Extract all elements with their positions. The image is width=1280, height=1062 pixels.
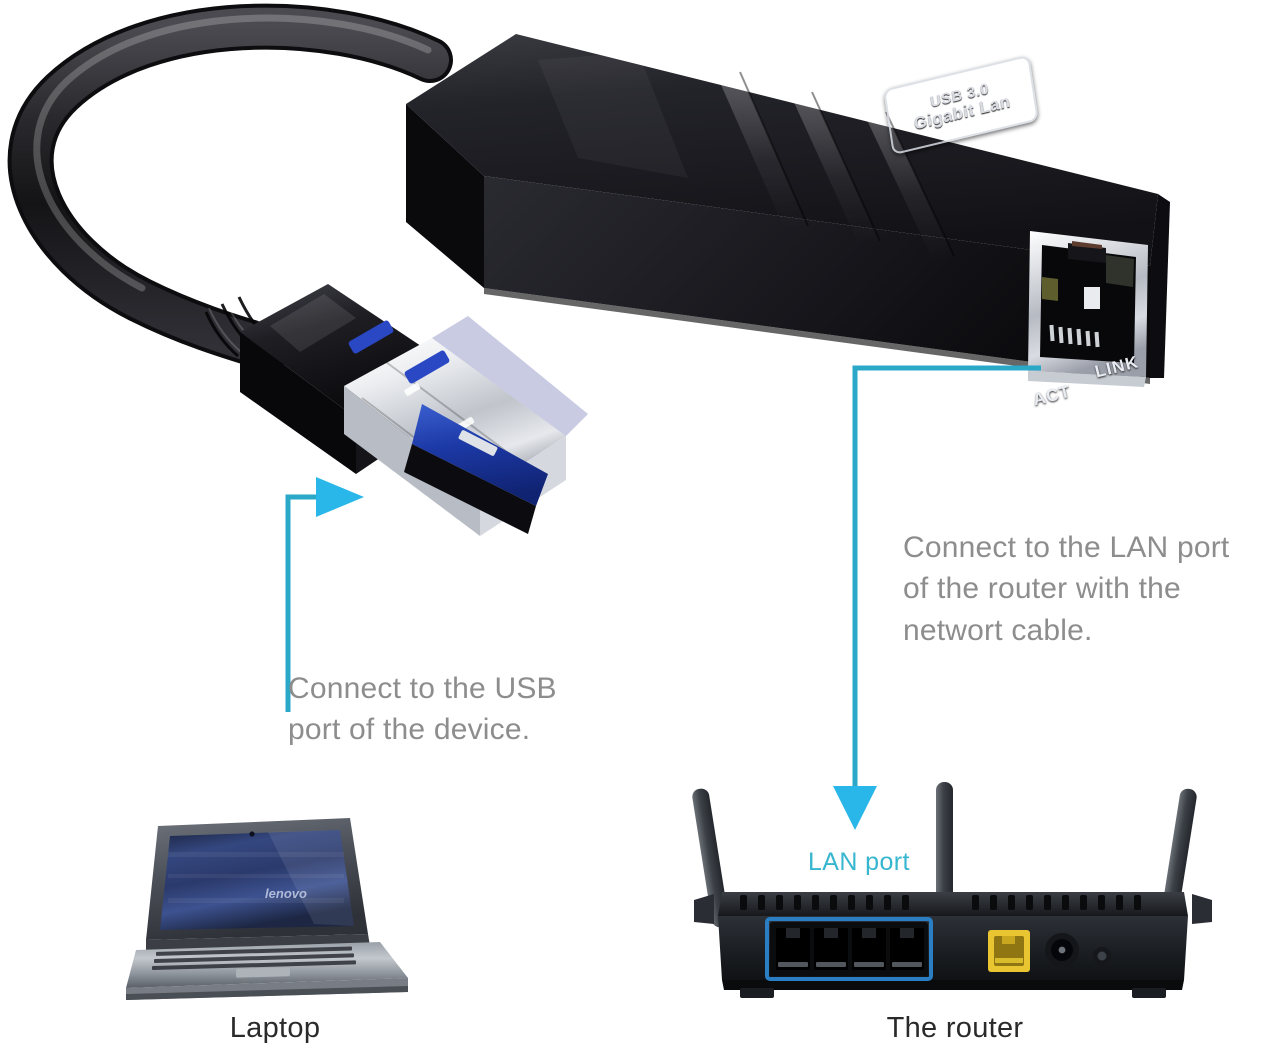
laptop-caption: Laptop (229, 1012, 321, 1044)
router-reset-button (1093, 947, 1111, 965)
router-wan-port (988, 930, 1030, 972)
router-illustration (688, 782, 1218, 1007)
usb-ethernet-adapter: USB 3.0 Gigabit Lan (388, 26, 1178, 426)
router-power-jack (1045, 933, 1079, 967)
lan-port-tag: LAN port (808, 848, 910, 876)
router-caption: The router (886, 1012, 1024, 1044)
usb-instruction-caption: Connect to the USB port of the device. (288, 672, 557, 747)
usb-a-connector (236, 268, 596, 568)
router-lan-ports (765, 917, 933, 981)
lan-instruction-caption: Connect to the LAN port of the router wi… (903, 531, 1230, 647)
svg-text:lenovo: lenovo (265, 886, 307, 901)
laptop-illustration: lenovo (118, 812, 418, 1002)
